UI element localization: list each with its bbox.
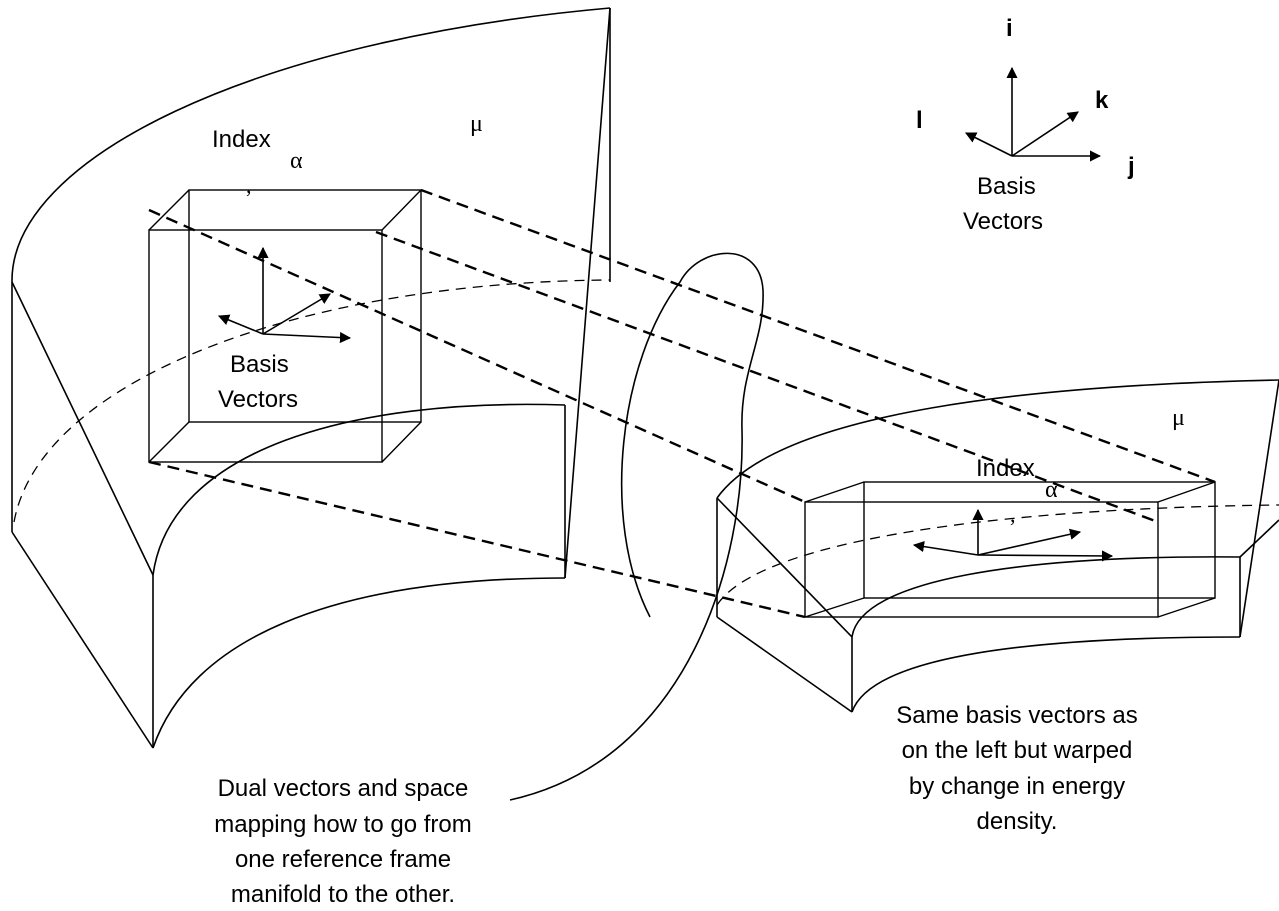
axis-l-arrow (964, 132, 1013, 157)
left-manifold-inner-arc (152, 403, 566, 576)
right-cube-edge-tl (804, 481, 865, 503)
right-manifold-right-low (1239, 519, 1279, 558)
right-caption-line3: by change in energy (909, 773, 1125, 800)
right-manifold-top-arc (716, 379, 1279, 499)
right-manifold-lower-arc (851, 636, 1241, 713)
left-cube-edge-tr (381, 189, 422, 231)
mapping-line-3 (148, 208, 806, 504)
right-arrow-right (977, 550, 1114, 562)
right-mu-symbol: μ (1172, 405, 1185, 431)
right-cube-front (804, 501, 1159, 618)
left-cube-front (148, 229, 383, 463)
right-manifold: Index α , μ (716, 379, 1279, 713)
right-arrow-diag (977, 528, 1082, 556)
left-basis-arrows (217, 246, 352, 344)
dual-space-loop-curve (509, 252, 764, 801)
left-index-label: Index (212, 126, 271, 153)
axes-basis-label-line1: Basis (977, 173, 1036, 200)
right-index-label: Index (976, 455, 1035, 482)
left-caption-line1: Dual vectors and space (218, 775, 469, 802)
left-manifold-dashed-arc (13, 279, 611, 523)
left-caption-line2: mapping how to go from (214, 811, 471, 838)
left-basis-label-line1: Basis (230, 351, 289, 378)
mapping-lines (148, 188, 1216, 619)
right-manifold-dashed-arc (716, 504, 1279, 606)
right-basis-arrows (912, 508, 1114, 562)
left-arrow-diag (262, 293, 331, 335)
left-caption: Dual vectors and space mapping how to go… (214, 775, 471, 908)
left-manifold-top-arc (11, 7, 611, 283)
basis-axes-legend: i k l j Basis Vectors (916, 15, 1135, 235)
left-manifold-bottom-left (11, 531, 154, 749)
axes-basis-label-line2: Vectors (963, 208, 1043, 235)
left-cube (148, 189, 422, 463)
dual-space-loop (509, 252, 764, 801)
right-caption-line1: Same basis vectors as (896, 702, 1137, 729)
right-cube-edge-tr (1157, 481, 1216, 503)
left-manifold-diagonal (11, 281, 154, 576)
left-cube-edge-bl (148, 421, 190, 463)
mapping-line-2 (375, 230, 1159, 524)
left-basis-label-line2: Vectors (218, 386, 298, 413)
right-caption-line2: on the left but warped (902, 737, 1133, 764)
left-cube-edge-br (381, 421, 422, 463)
axis-j-label: j (1127, 153, 1135, 180)
left-cube-back (188, 189, 422, 423)
axis-i-label: i (1006, 15, 1013, 42)
axis-k-label: k (1095, 87, 1109, 114)
left-alpha-symbol: α (290, 148, 303, 174)
right-arrow-left (912, 541, 979, 556)
right-manifold-right-diagonal (1239, 379, 1279, 638)
right-comma: , (1010, 502, 1016, 527)
left-comma: , (246, 173, 252, 198)
right-cube-edge-bl (804, 597, 865, 618)
left-arrow-right (262, 331, 352, 344)
axis-l-label: l (916, 107, 923, 134)
mapping-line-1 (420, 188, 1216, 484)
right-manifold-bottom-left (716, 616, 853, 713)
right-cube-back (863, 481, 1216, 599)
left-cube-edge-tl (148, 189, 190, 231)
mapping-line-4 (148, 460, 806, 619)
left-caption-line4: manifold to the other. (231, 881, 455, 908)
right-caption-line4: density. (977, 808, 1058, 835)
left-arrow-left (217, 314, 264, 335)
axis-k-arrow (1011, 111, 1079, 157)
right-caption: Same basis vectors as on the left but wa… (896, 702, 1137, 835)
left-manifold: Index α , μ Basis Vectors (11, 7, 611, 749)
left-manifold-right-diagonal (564, 7, 611, 579)
left-caption-line3: one reference frame (235, 846, 451, 873)
right-alpha-symbol: α (1045, 477, 1058, 503)
right-cube-edge-br (1157, 597, 1216, 618)
left-mu-symbol: μ (470, 111, 483, 137)
left-manifold-lower-arc (152, 577, 566, 749)
right-manifold-left-diagonal (716, 497, 853, 638)
right-manifold-inner-arc (851, 556, 1241, 638)
right-cube (804, 481, 1216, 618)
